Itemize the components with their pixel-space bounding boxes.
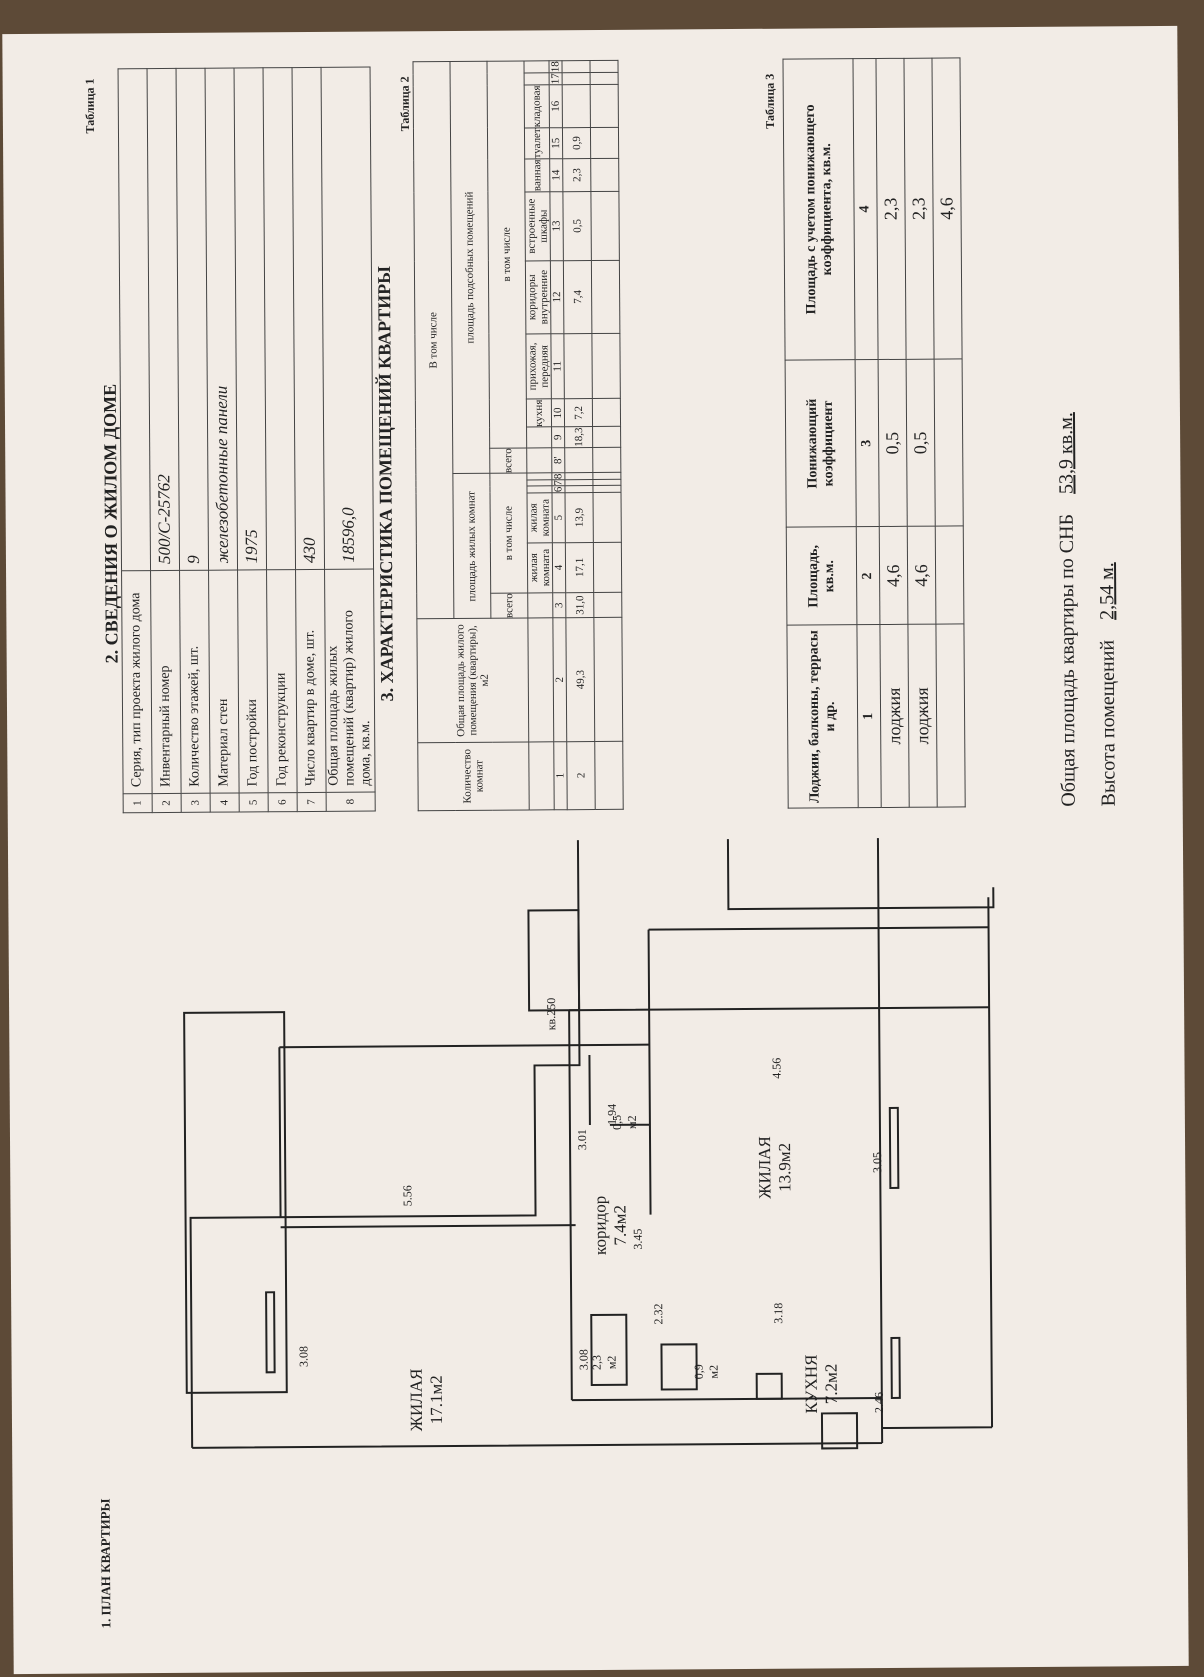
- window-living-2: [888, 1106, 900, 1189]
- loggia-table: Лоджии, балконы, террасы и др. Площадь, …: [782, 57, 966, 809]
- table1-label: Таблица 1: [82, 78, 97, 134]
- rooms-heading: 3. ХАРАКТЕРИСТИКА ПОМЕЩЕНИЙ КВАРТИРЫ: [373, 265, 397, 702]
- bathtub-icon: [590, 1313, 628, 1387]
- room-corridor: [527, 909, 581, 1012]
- inner-wall-d: [882, 897, 994, 1430]
- toilet-icon: [660, 1343, 698, 1391]
- dim-6: 3.45: [630, 1228, 645, 1250]
- outer-wall: [189, 835, 995, 1449]
- dim-3: 3.08: [576, 1349, 591, 1371]
- dim-10: 3.05: [870, 1151, 885, 1174]
- dim-5: 1.94: [604, 1103, 619, 1125]
- sink-icon: [755, 1372, 783, 1400]
- apt-number: кв.250: [544, 997, 559, 1031]
- dim-4: 3.01: [574, 1129, 590, 1151]
- total-area-line: Общая площадь квартиры по СНБ53,9 кв.м.: [1054, 412, 1080, 807]
- room-living-1: [183, 1011, 288, 1394]
- window-living-1: [265, 1291, 276, 1374]
- inner-wall-b: [568, 1006, 990, 1402]
- window-kitchen: [890, 1336, 901, 1399]
- table3-label: Таблица 3: [762, 73, 777, 129]
- rooms-table: Количество комнат Общая площадь жилого п…: [412, 60, 624, 811]
- table-row: 4,6: [931, 57, 966, 808]
- inner-wall-a: [278, 1043, 650, 1229]
- stove-icon: [820, 1412, 859, 1450]
- dim-11: 2.46: [871, 1391, 886, 1414]
- floor-plan: [183, 835, 995, 1450]
- dim-7: 2.32: [651, 1303, 666, 1325]
- inner-wall-c: [588, 926, 989, 1215]
- dim-2: 5.56: [400, 1185, 415, 1207]
- dim-9: 4.56: [769, 1057, 784, 1079]
- dim-8: 3.18: [771, 1302, 786, 1324]
- dim-1: 3.08: [296, 1346, 311, 1368]
- height-line: Высота помещений2,54 м.: [1096, 562, 1120, 807]
- table2-label: Таблица 2: [397, 76, 412, 132]
